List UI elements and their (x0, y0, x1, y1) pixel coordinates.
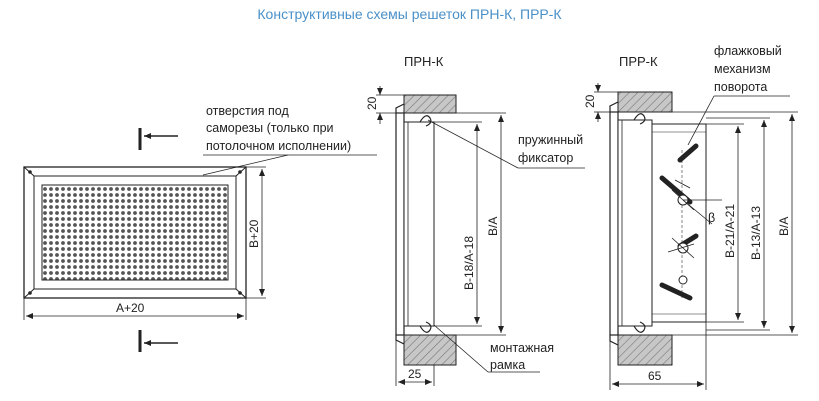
spring-label-line1: пружинный (518, 133, 583, 147)
flag-label-line3: поворота (714, 80, 767, 94)
holes-label-line1: отверстия под (206, 104, 289, 118)
prr-box (617, 119, 653, 327)
holes-label-line3: потолочном исполнении) (206, 139, 351, 153)
prn-k-section: ПРН-К 20 В-18/А-18 В/А 25 (365, 54, 585, 386)
dim-prr-inner1: В-21/А-21 (723, 204, 737, 258)
flag-label-line2: механизм (714, 62, 771, 76)
flag-label-line1: флажковый (714, 44, 782, 58)
prr-front-plate (609, 111, 619, 336)
dim-prn-inner: В-18/А-18 (462, 236, 476, 290)
front-view: отверстия под саморезы (только при потол… (23, 104, 377, 352)
dim-prr-depth: 65 (648, 369, 662, 383)
dim-prr-outer: В/А (777, 217, 791, 236)
prr-k-section: ПРР-К β (583, 44, 798, 390)
louver-blades (659, 143, 699, 301)
dim-prr-inner2: В-13/А-13 (749, 206, 763, 260)
ceiling-block-bottom (403, 334, 457, 366)
prr-spring-clip-bottom (633, 321, 646, 333)
perforated-panel (41, 184, 229, 281)
section-arrow-bottom (138, 330, 178, 352)
prr-k-title: ПРР-К (619, 54, 658, 69)
screw-hole (28, 170, 32, 174)
dim-prn-outer: В/А (486, 217, 500, 236)
louver-mechanism-box (651, 123, 707, 323)
spring-label-line2: фиксатор (518, 151, 573, 165)
screw-hole (238, 170, 242, 174)
dim-front-width: А+20 (116, 301, 145, 315)
screw-hole (28, 291, 32, 295)
prr-spring-clip-top (633, 113, 646, 125)
frame-label-line1: монтажная (490, 341, 554, 355)
dim-prn-depth: 25 (408, 367, 422, 381)
prn-front-plate (395, 112, 405, 336)
screw-hole (238, 291, 242, 295)
beta-angle-label: β (708, 211, 715, 225)
frame-label-line2: рамка (490, 358, 525, 372)
dim-prr-top: 20 (583, 94, 597, 108)
dim-prn-top: 20 (365, 96, 379, 110)
ceiling-block-top (403, 94, 457, 114)
section-arrow-top (138, 128, 178, 150)
ceiling-block-bottom (617, 334, 673, 366)
page-title: Конструктивные схемы решеток ПРН-К, ПРР-… (257, 6, 562, 22)
holes-label-line2: саморезы (только при (206, 121, 334, 135)
prn-spring-clip-top (419, 115, 432, 127)
prn-k-title: ПРН-К (404, 54, 444, 69)
prn-box (403, 121, 435, 327)
ceiling-block-top (617, 91, 673, 113)
prn-spring-clip-bottom (419, 321, 432, 333)
dim-front-height: В+20 (247, 219, 261, 248)
